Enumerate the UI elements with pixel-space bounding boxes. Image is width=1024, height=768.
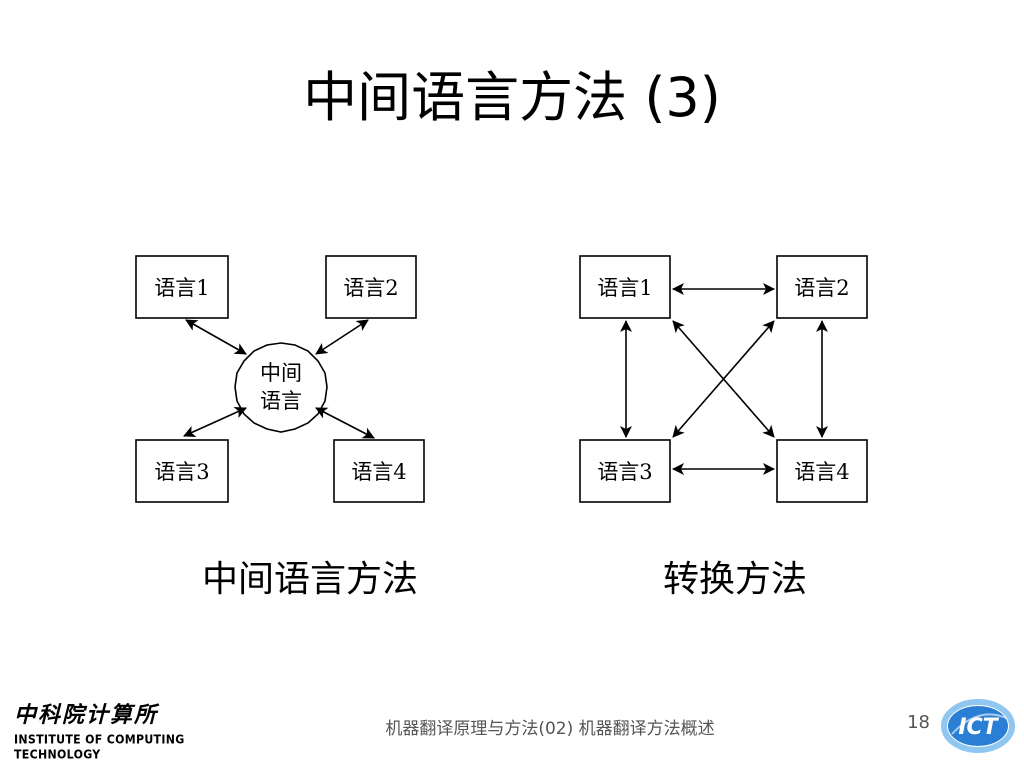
lang2-box <box>325 255 417 319</box>
arrow-lang3-hub <box>183 407 247 437</box>
interlingua-hub <box>234 342 328 433</box>
interlingua-caption: 中间语言方法 <box>201 559 418 600</box>
lang1-label: 语言1 <box>154 276 209 300</box>
t-lang2-label: 语言2 <box>794 276 849 300</box>
page-number: 18 <box>907 712 930 733</box>
t-lang4-box <box>776 439 868 503</box>
lang4-label: 语言4 <box>351 460 406 484</box>
ict-logo-icon: ICT <box>941 699 1015 753</box>
arrow-lang1-hub <box>185 319 247 355</box>
arrow-t2-t3 <box>672 320 775 438</box>
t-lang4-label: 语言4 <box>794 460 849 484</box>
arrow-lang4-hub <box>315 407 375 439</box>
slide-title: 中间语言方法 (3) <box>303 66 721 129</box>
lang3-box <box>135 439 229 503</box>
t-lang1-label: 语言1 <box>597 276 652 300</box>
t-lang3-label: 语言3 <box>597 460 652 484</box>
hub-label-line2: 语言 <box>260 389 302 413</box>
hub-label-line1: 中间 <box>260 361 302 385</box>
t-lang1-box <box>579 255 671 319</box>
ict-logo-text: ICT <box>958 715 999 740</box>
logo-script-text: 中科院计算所 <box>14 702 159 728</box>
arrow-lang2-hub <box>315 319 369 355</box>
lang1-box <box>135 255 229 319</box>
logo-subtitle: INSTITUTE OF COMPUTING TECHNOLOGY <box>14 732 185 762</box>
lang3-label: 语言3 <box>154 460 209 484</box>
t-lang2-box <box>776 255 868 319</box>
interlingua-diagram <box>135 255 425 503</box>
ict-institute-logo: 中科院计算所 INSTITUTE OF COMPUTING TECHNOLOGY <box>14 702 244 762</box>
footer-text: 机器翻译原理与方法(02) 机器翻译方法概述 <box>385 719 715 739</box>
t-lang3-box <box>579 439 671 503</box>
lang4-box <box>333 439 425 503</box>
transfer-caption: 转换方法 <box>662 559 807 600</box>
lang2-label: 语言2 <box>343 276 398 300</box>
transfer-diagram <box>579 255 868 503</box>
